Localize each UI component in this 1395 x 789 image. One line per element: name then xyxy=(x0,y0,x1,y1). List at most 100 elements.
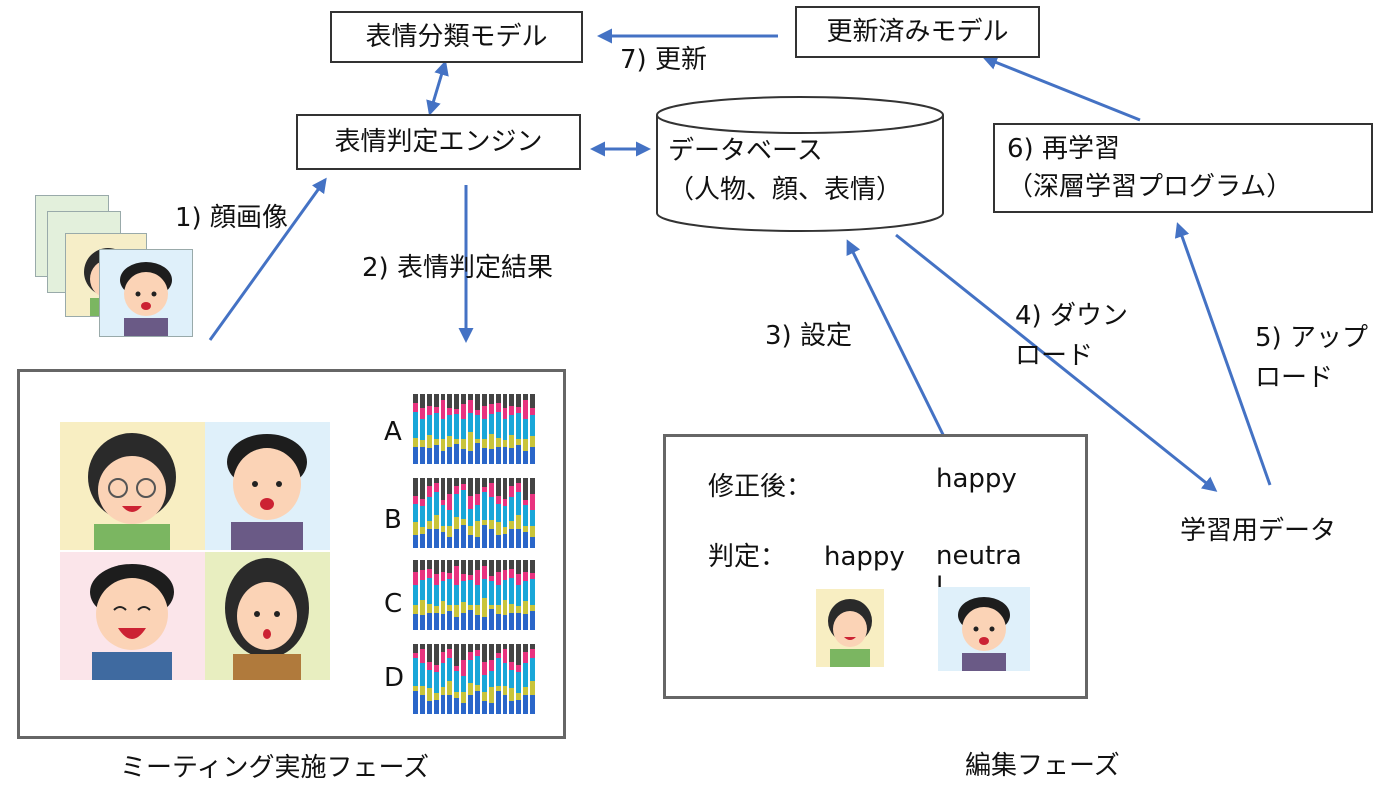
expression-bar xyxy=(461,478,467,548)
stack-face-man xyxy=(99,249,193,337)
corrected-value: happy xyxy=(936,464,1017,494)
expression-bar xyxy=(413,644,418,714)
expression-bar xyxy=(530,478,536,548)
download-label-1: 4) ダウン xyxy=(1015,301,1128,331)
expression-bar xyxy=(454,644,460,714)
face-image-stack xyxy=(35,195,195,337)
training-data-label: 学習用データ xyxy=(1180,516,1337,546)
expression-bar xyxy=(495,560,501,631)
expression-bar xyxy=(523,644,529,714)
arrow-engine-classifier xyxy=(426,60,449,116)
database-cylinder xyxy=(656,96,944,232)
expression-bar xyxy=(509,394,515,465)
face-image-label: 1) 顔画像 xyxy=(175,203,288,233)
expression-bar xyxy=(426,644,432,714)
expression-bar xyxy=(447,644,453,714)
participant-label-c: C xyxy=(384,589,403,619)
expression-bar xyxy=(509,560,515,630)
expression-bar xyxy=(481,644,487,714)
expression-bar xyxy=(523,478,529,548)
expression-bar xyxy=(440,394,446,465)
expression-bar xyxy=(461,394,467,464)
upload-label-1: 5) アップ xyxy=(1255,323,1368,353)
expression-bar xyxy=(488,394,494,464)
expression-bar xyxy=(523,560,529,631)
surprised-woman-icon xyxy=(225,558,309,680)
smiling-woman-icon xyxy=(828,599,872,667)
expression-bar xyxy=(481,560,487,631)
meeting-face-d xyxy=(205,552,330,680)
expression-bar xyxy=(475,560,480,630)
expression-bar xyxy=(419,478,425,548)
meeting-face-b xyxy=(205,422,330,550)
expression-bar xyxy=(447,394,453,464)
expression-bar xyxy=(413,560,418,631)
expression-bars-c xyxy=(413,560,536,631)
classifier-model-label: 表情分類モデル xyxy=(365,22,548,52)
expression-bar xyxy=(530,644,536,714)
expression-bar xyxy=(433,560,439,630)
engine-box: 表情判定エンジン xyxy=(296,114,581,170)
expression-bars-d xyxy=(413,644,536,714)
man-face-icon xyxy=(227,434,307,550)
expression-bar xyxy=(509,644,515,714)
expression-bar xyxy=(502,560,508,630)
expression-bar xyxy=(461,560,467,630)
expression-bar xyxy=(530,394,536,464)
expression-bar xyxy=(454,394,460,464)
smiling-woman-icon xyxy=(88,433,176,550)
download-label-2: ロード xyxy=(1015,341,1094,371)
retrain-subtitle: （深層学習プログラム） xyxy=(1007,172,1293,202)
expression-bar xyxy=(495,394,501,464)
expression-bar xyxy=(468,560,474,630)
expression-bar xyxy=(433,644,439,714)
updated-model-label: 更新済みモデル xyxy=(826,17,1009,47)
setting-label: 3) 設定 xyxy=(765,321,852,351)
expression-bar xyxy=(426,560,432,630)
expression-bar xyxy=(426,394,432,465)
expression-bar xyxy=(475,644,480,714)
expression-bar xyxy=(502,394,508,464)
expression-bar xyxy=(516,644,522,714)
expression-bar xyxy=(488,644,494,714)
expression-bar xyxy=(468,478,474,548)
retrain-box: 6) 再学習 （深層学習プログラム） xyxy=(993,123,1373,213)
expression-bar xyxy=(413,394,418,464)
expression-bar xyxy=(475,478,480,548)
expression-bar xyxy=(419,560,425,630)
expression-bar xyxy=(440,644,446,714)
expression-bar xyxy=(502,478,508,548)
expression-bar xyxy=(516,478,522,548)
expression-bar xyxy=(530,560,536,630)
expression-bar xyxy=(419,644,425,714)
updated-model-box: 更新済みモデル xyxy=(795,6,1040,58)
expression-bar xyxy=(454,560,460,631)
expression-bar xyxy=(502,644,508,714)
expression-bar xyxy=(468,644,474,714)
expression-bar xyxy=(454,478,460,548)
edit-phase-panel: 修正後： happy 判定： happy neutra l xyxy=(663,434,1088,699)
retrain-title: 6) 再学習 xyxy=(1007,134,1120,164)
arrow-setting xyxy=(846,239,960,466)
database-title: データベース xyxy=(668,136,823,166)
meeting-face-c xyxy=(60,552,205,680)
expression-bar xyxy=(433,394,439,464)
classifier-model-box: 表情分類モデル xyxy=(330,11,583,63)
expression-bar xyxy=(413,478,418,548)
expression-bar xyxy=(440,478,446,548)
expression-bar xyxy=(426,478,432,548)
expression-bar xyxy=(495,478,501,548)
arrow-retrain-model xyxy=(982,55,1141,122)
edit-face-man xyxy=(938,587,1030,671)
database-subtitle: （人物、顔、表情） xyxy=(668,175,903,205)
upload-label-2: ロード xyxy=(1255,363,1334,393)
man-face-icon xyxy=(958,597,1010,671)
update-edge-label: 7) 更新 xyxy=(620,45,707,75)
judged-label: 判定： xyxy=(708,542,787,572)
expression-bar xyxy=(495,644,501,714)
participant-label-b: B xyxy=(384,505,402,535)
expression-bar xyxy=(433,478,439,548)
participant-label-a: A xyxy=(384,417,402,447)
expression-bar xyxy=(509,478,515,548)
